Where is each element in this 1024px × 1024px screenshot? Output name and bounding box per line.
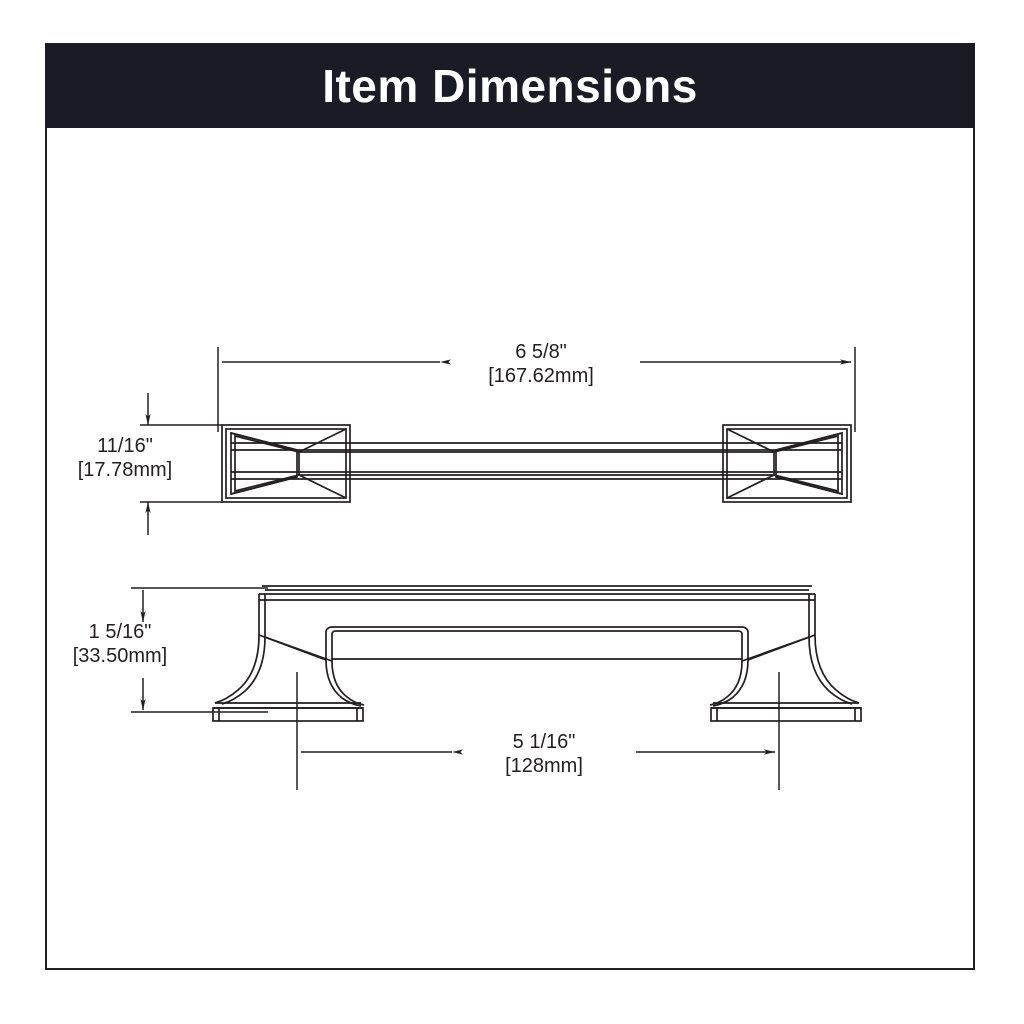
bar-width-metric: [17.78mm] (77, 459, 173, 481)
overall-length-label: 6 5/8" [167.62mm] (441, 340, 641, 388)
bar-width-imperial: 11/16" (97, 435, 153, 457)
center-to-center-metric: [128mm] (505, 755, 583, 777)
bar-width-label: 11/16" [17.78mm] (55, 434, 195, 482)
page-title: Item Dimensions (322, 59, 698, 112)
header-bar: Item Dimensions (45, 43, 975, 128)
center-to-center-imperial: 5 1/16" (512, 731, 576, 753)
center-to-center-label: 5 1/16" [128mm] (453, 730, 635, 778)
overall-length-imperial: 6 5/8" (515, 341, 567, 363)
overall-length-metric: [167.62mm] (488, 365, 594, 387)
drawing-frame (45, 43, 975, 970)
projection-height-label: 1 5/16" [33.50mm] (50, 620, 190, 668)
projection-height-imperial: 1 5/16" (88, 621, 152, 643)
projection-height-metric: [33.50mm] (72, 645, 168, 667)
